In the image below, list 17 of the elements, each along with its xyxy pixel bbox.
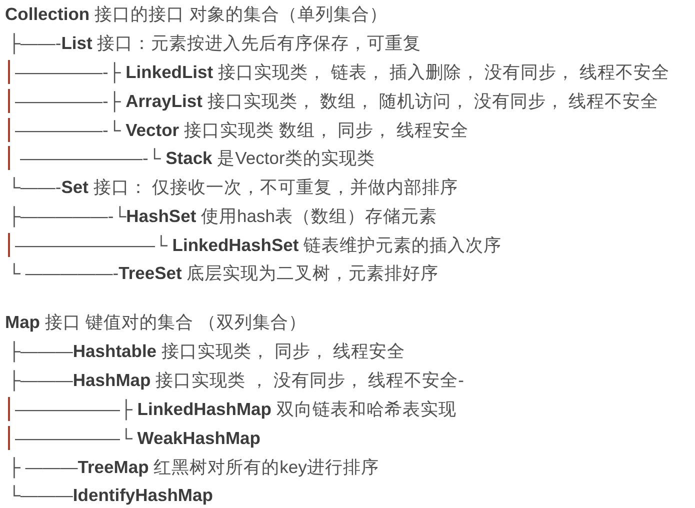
- tree-entry: └———IdentifyHashMap: [8, 484, 213, 507]
- tree-entry: ├———HashMap 接口实现类 ， 没有同步， 线程不安全-: [8, 368, 464, 394]
- tree-entry: ├———Hashtable 接口实现类， 同步， 线程安全: [8, 340, 406, 364]
- section-heading: Map 接口 键值对的集合 （双列集合）: [5, 310, 307, 334]
- tree-entry: ├—————-└HashSet 使用hash表（数组）存储元素: [8, 204, 437, 230]
- tree-entry: ————————└ LinkedHashSet 链表维护元素的插入次序: [15, 234, 502, 256]
- tree-entry: ——————├ LinkedHashMap 双向链表和哈希表实现: [15, 398, 456, 422]
- tree-entry: ———————-└ Stack 是Vector类的实现类: [20, 146, 375, 170]
- tree-entry: ——————└ WeakHashMap: [15, 426, 260, 450]
- tree-entry: —————-├ ArrayList 接口实现类， 数组， 随机访问， 没有同步， 线程不安全: [15, 90, 659, 114]
- tree-entry: └——-Set 接口： 仅接收一次，不可重复，并做内部排序: [8, 176, 458, 198]
- tree-entry: ├——-List 接口：元素按进入先后有序保存，可重复: [8, 32, 422, 56]
- tree-entry: —————-└ Vector 接口实现类 数组， 同步， 线程安全: [15, 118, 469, 142]
- tree-entry: —————-├ LinkedList 接口实现类， 链表， 插入删除， 没有同步， 线程不安全: [15, 60, 670, 86]
- section-heading: Collection 接口的接口 对象的集合（单列集合）: [5, 2, 388, 26]
- tree-entry: └ —————-TreeSet 底层实现为二叉树，元素排好序: [8, 262, 439, 284]
- tree-entry: ├ ———TreeMap 红黑树对所有的key进行排序: [8, 456, 379, 480]
